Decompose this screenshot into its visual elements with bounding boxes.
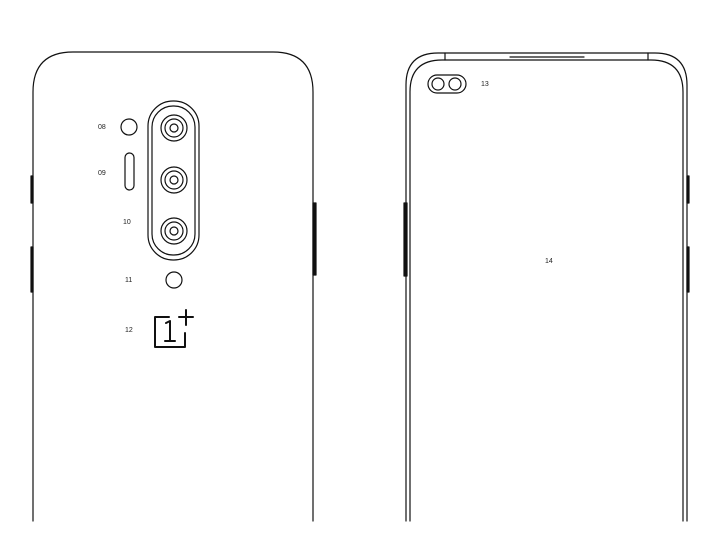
label-sensor: 09: [98, 170, 106, 177]
front-right-button-upper: [686, 175, 690, 204]
reference-labels: 08 09 10 11 12 13 14: [98, 81, 553, 334]
punch-hole-camera-icon: [427, 74, 467, 94]
front-right-button-lower: [686, 246, 690, 293]
oneplus-logo-icon: [154, 309, 194, 348]
left-button-upper: [30, 175, 34, 204]
back-view-phone: [30, 51, 317, 522]
camera-lens-top: [160, 114, 188, 142]
label-camera-module: 10: [123, 219, 131, 226]
camera-module-inner: [151, 105, 196, 256]
back-body-outline: [32, 51, 314, 522]
front-left-button: [403, 202, 408, 277]
label-flash: 08: [98, 124, 106, 131]
front-screen-outline: [409, 59, 684, 522]
label-display: 14: [545, 258, 553, 265]
fingerprint-icon: [165, 271, 183, 289]
camera-lens-bottom: [160, 217, 188, 245]
label-fingerprint: 11: [125, 277, 132, 284]
left-button-lower: [30, 246, 34, 293]
flash-icon: [120, 118, 138, 136]
camera-lens-middle: [160, 166, 188, 194]
front-body-outline: [405, 52, 688, 522]
sensor-icon: [124, 152, 135, 191]
camera-module-outer: [147, 100, 200, 261]
front-view-phone: [403, 52, 690, 522]
right-button: [312, 202, 317, 276]
label-punch-hole-camera: 13: [481, 81, 489, 88]
label-logo: 12: [125, 327, 133, 334]
